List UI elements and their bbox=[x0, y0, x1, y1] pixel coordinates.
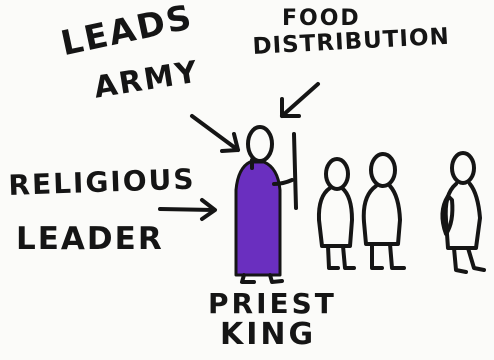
soldier-figure bbox=[440, 151, 486, 274]
commoner-figure-2 bbox=[361, 152, 406, 270]
commoner-figure-1 bbox=[316, 157, 356, 270]
priest-king-figure bbox=[234, 125, 298, 284]
label-priest: PRIEST bbox=[208, 287, 337, 320]
shield bbox=[440, 194, 455, 236]
label-religious: RELIGIOUS bbox=[7, 162, 196, 202]
priest-king-head bbox=[246, 125, 274, 163]
priest-king-robe bbox=[234, 160, 282, 277]
arrow-religious-leader bbox=[158, 198, 217, 221]
label-food: FOOD bbox=[282, 6, 361, 31]
priest-king-arm bbox=[272, 178, 294, 186]
arrow-leads-army bbox=[190, 114, 240, 153]
label-king: KING bbox=[220, 317, 317, 352]
priest-king-staff bbox=[292, 132, 298, 210]
label-leader: LEADER bbox=[16, 221, 164, 257]
arrow-food-distribution bbox=[280, 82, 320, 118]
